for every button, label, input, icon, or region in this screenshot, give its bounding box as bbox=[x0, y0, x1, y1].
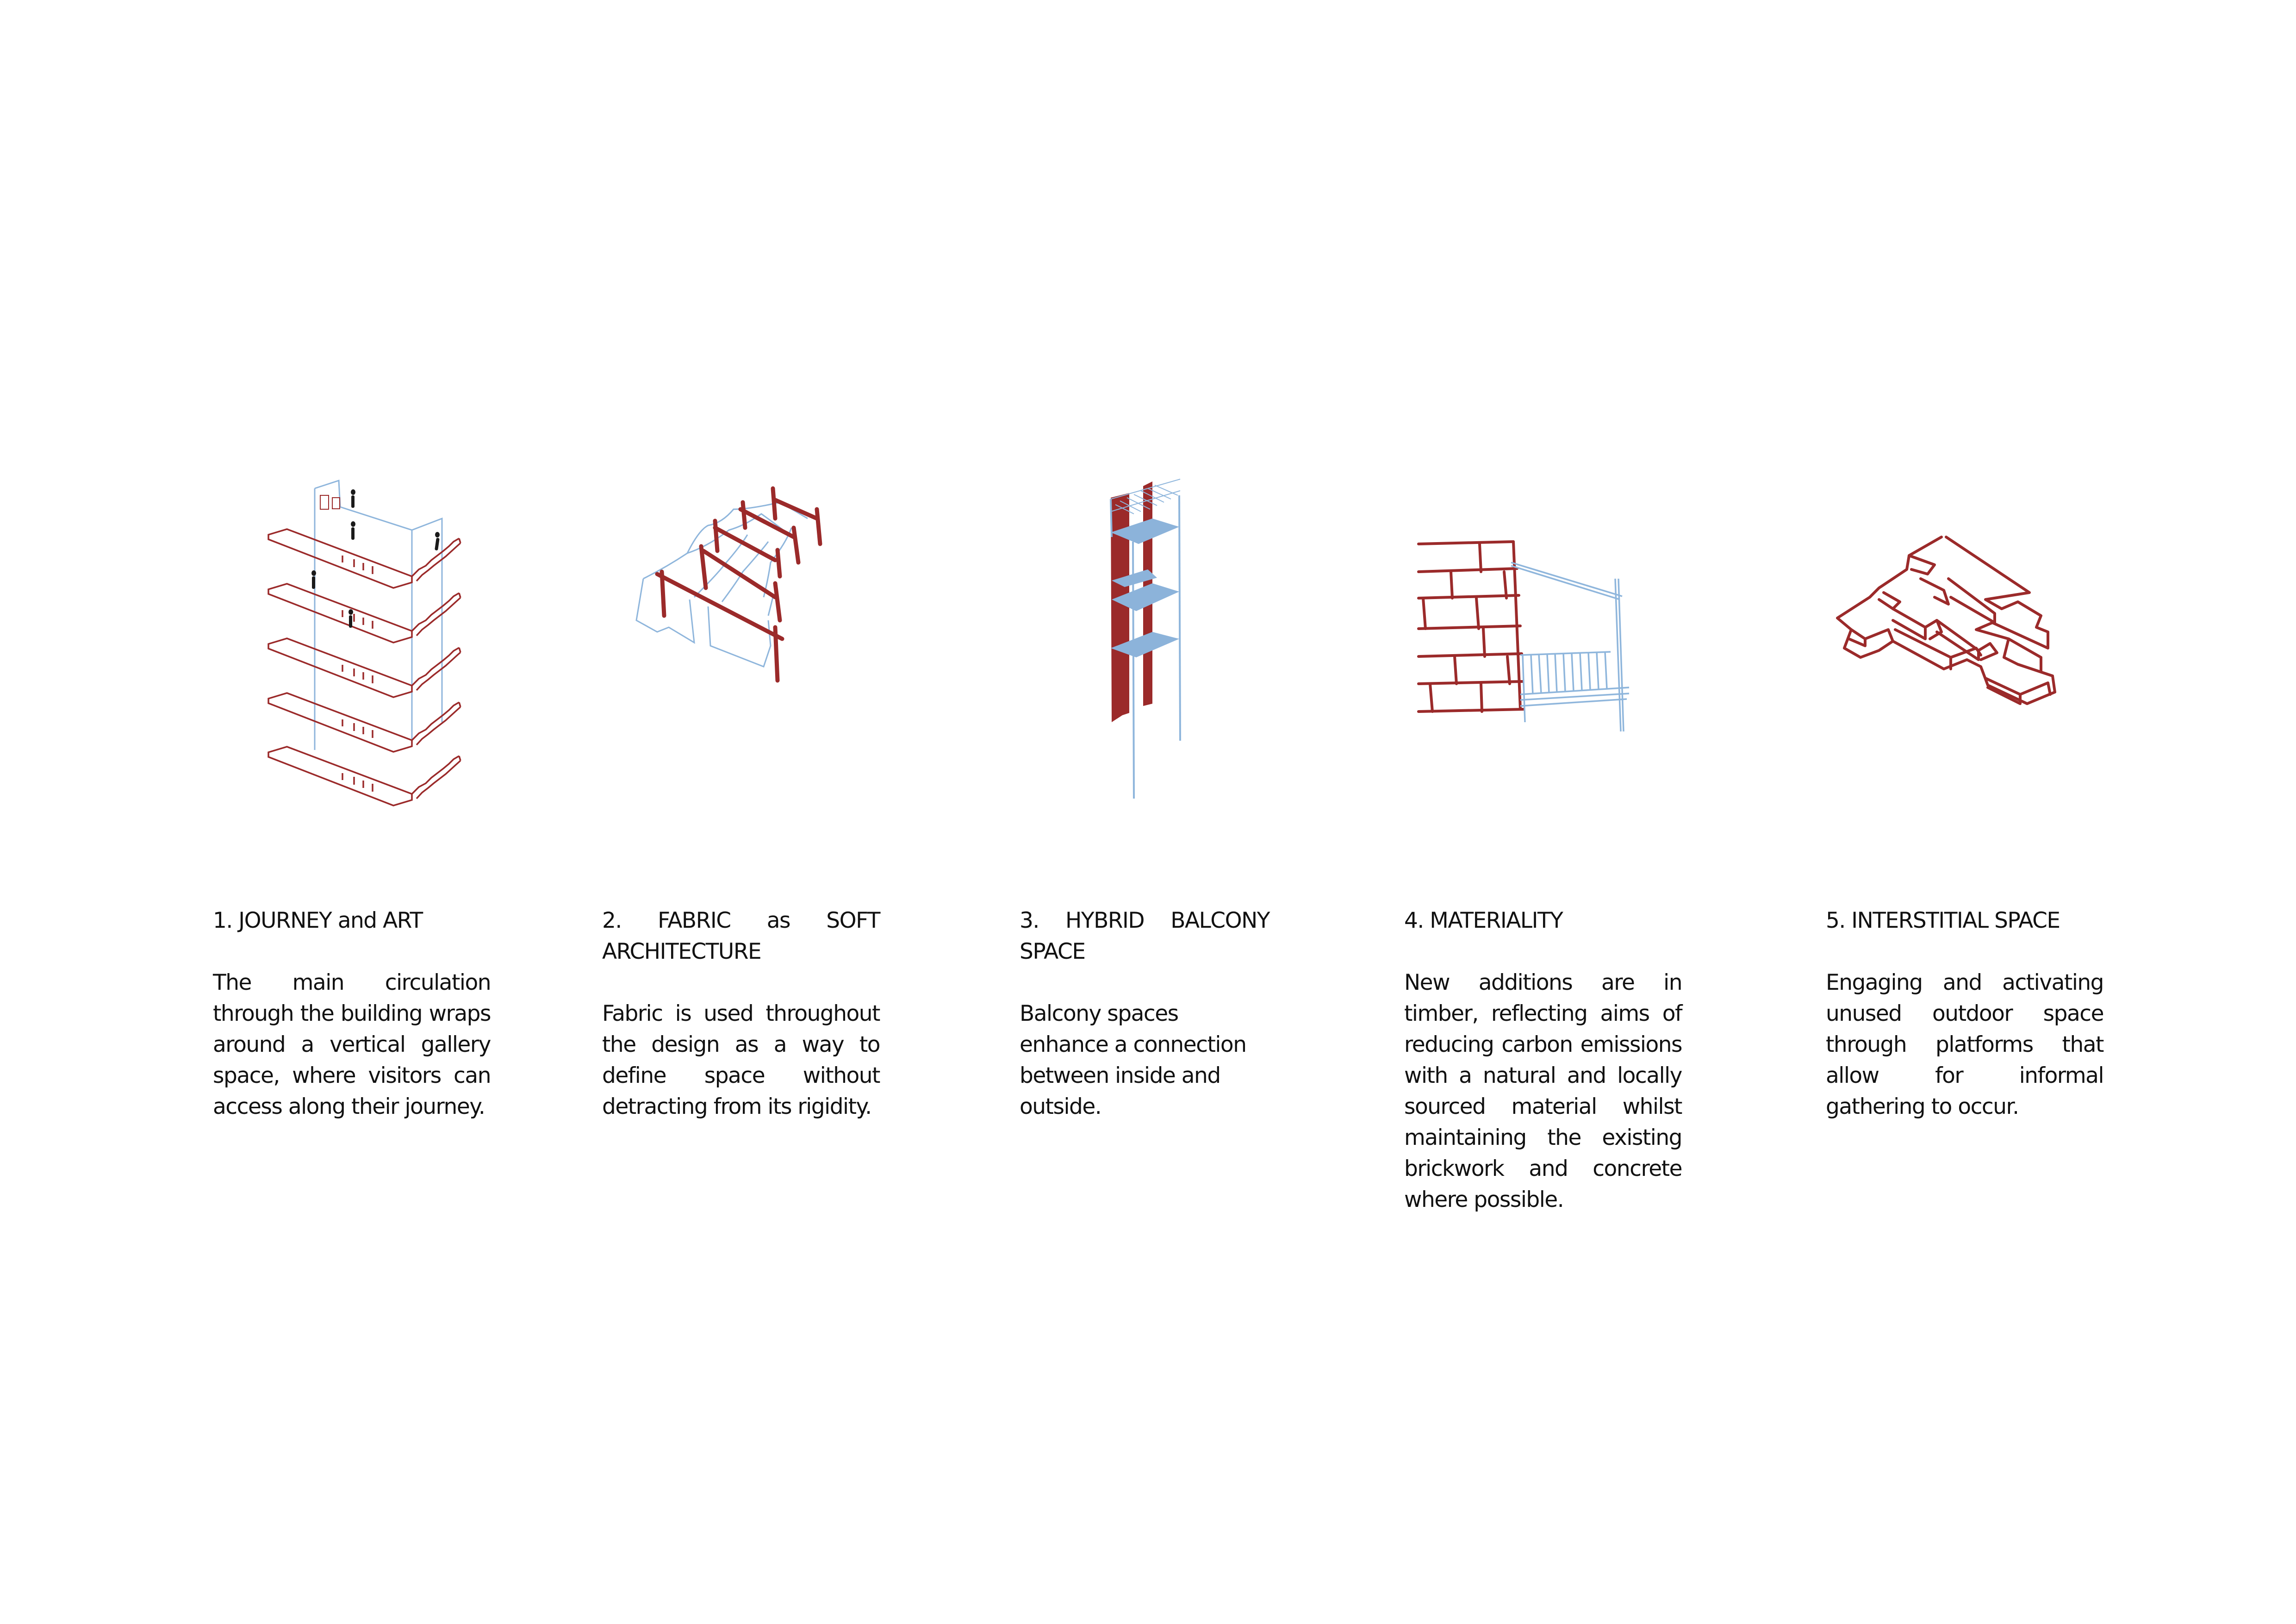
visitor-figures-icon bbox=[311, 489, 440, 628]
concept-description: New additions are in timber, reflecting … bbox=[1404, 970, 1683, 1212]
hybrid-balcony-diagram bbox=[1106, 472, 1208, 806]
concept-hybrid-balcony: 3. HYBRID BALCONY SPACE Balcony spaces e… bbox=[1020, 905, 1270, 1122]
materiality-diagram bbox=[1412, 528, 1689, 759]
concept-description: Balcony spaces enhance a connection betw… bbox=[1020, 1001, 1247, 1119]
concept-description: Fabric is used throughout the design as … bbox=[602, 1001, 881, 1119]
brick-timber-sketch-icon bbox=[1417, 540, 1630, 732]
concept-title: 3. HYBRID BALCONY SPACE bbox=[1020, 908, 1270, 964]
concept-materiality: 4. MATERIALITY New additions are in timb… bbox=[1404, 905, 1683, 1215]
interstitial-space-diagram bbox=[1823, 518, 2083, 759]
fabric-soft-architecture-diagram bbox=[629, 468, 889, 773]
stepped-platforms-sketch-icon bbox=[1836, 536, 2056, 705]
concept-interstitial-space: 5. INTERSTITIAL SPACE Engaging and activ… bbox=[1826, 905, 2104, 1122]
concept-title: 1. JOURNEY and ART bbox=[213, 908, 423, 933]
journey-art-diagram bbox=[259, 444, 481, 806]
concept-description: Engaging and activating unused outdoor s… bbox=[1826, 970, 2104, 1119]
concept-fabric-soft-architecture: 2. FABRIC as SOFT ARCHITECTURE Fabric is… bbox=[602, 905, 881, 1122]
concept-description: The main circulation through the buildin… bbox=[213, 970, 492, 1119]
concept-journey-art: 1. JOURNEY and ART The main circulation … bbox=[213, 905, 492, 1122]
concept-title: 4. MATERIALITY bbox=[1404, 908, 1563, 933]
fabric-frame-sketch-icon bbox=[635, 486, 822, 683]
staircase-sketch-icon bbox=[268, 479, 461, 806]
concept-title: 2. FABRIC as SOFT ARCHITECTURE bbox=[602, 908, 881, 964]
balcony-tower-sketch-icon bbox=[1110, 479, 1181, 799]
concept-title: 5. INTERSTITIAL SPACE bbox=[1826, 908, 2060, 933]
